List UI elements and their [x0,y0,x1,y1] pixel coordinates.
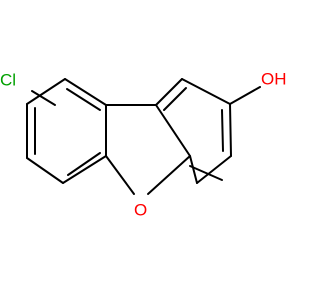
molecule-structure: Cl O OH [0,70,287,220]
bond [189,155,198,184]
bond [181,78,231,105]
bond [229,103,232,157]
bond [26,78,66,105]
hydroxyl-label: OH [261,70,287,89]
bond [66,88,101,111]
bond [189,165,223,181]
bond [229,86,261,105]
bond [31,90,56,106]
bond [62,155,107,184]
chlorine-label: Cl [0,71,16,90]
bond [64,78,107,106]
oxygen-label: O [134,201,147,220]
bond [221,109,224,152]
bond [26,157,64,184]
bond [155,104,191,157]
bond [196,155,232,184]
bond [67,152,101,176]
bond [163,87,187,111]
bond [147,155,191,195]
bond [105,155,135,195]
bond [155,78,183,106]
